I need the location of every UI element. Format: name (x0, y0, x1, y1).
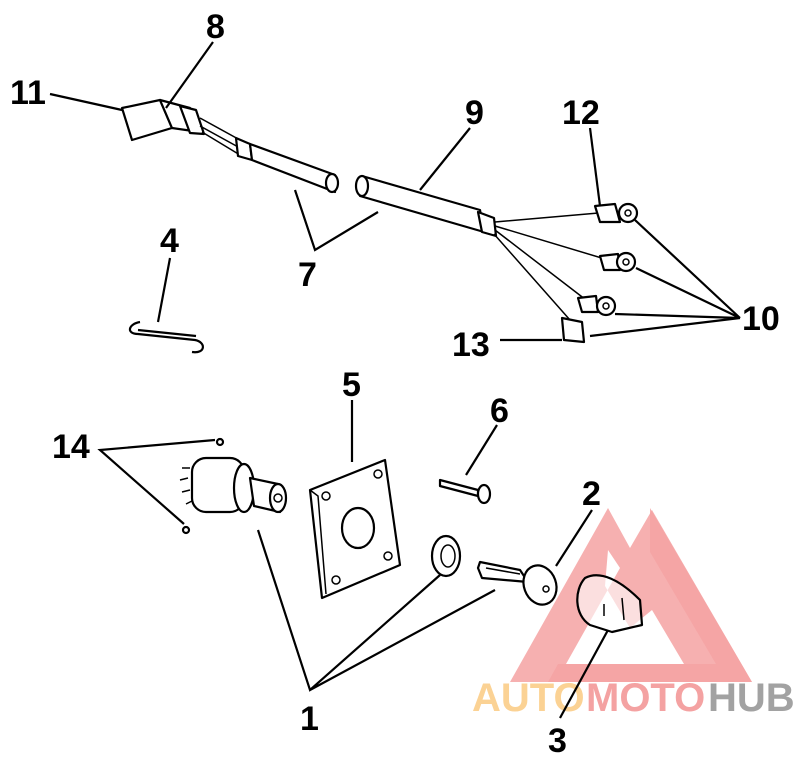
callout-4: 4 (160, 222, 179, 260)
mounting-plate (308, 458, 402, 600)
callout-10: 10 (742, 300, 780, 338)
switch-cap (576, 574, 644, 634)
harness-cable (354, 174, 639, 344)
harness-connector (120, 98, 340, 194)
watermark-auto: AUTO (472, 676, 585, 720)
watermark-hub: HUB (708, 676, 795, 720)
callout-11: 11 (10, 74, 46, 112)
callout-6: 6 (490, 392, 509, 430)
nut (430, 534, 462, 578)
callouts: 8 11 9 12 4 7 10 13 5 6 14 2 1 3 (10, 8, 780, 760)
retaining-clip (128, 320, 204, 354)
ignition-switch (179, 437, 288, 535)
callout-12: 12 (562, 94, 600, 132)
callout-14: 14 (52, 428, 90, 466)
key (476, 560, 558, 606)
callout-1: 1 (300, 700, 319, 738)
screw (438, 478, 492, 505)
callout-13: 13 (452, 326, 490, 364)
callout-5: 5 (342, 366, 361, 404)
leader-lines (49, 41, 741, 719)
callout-3: 3 (548, 722, 567, 760)
callout-2: 2 (582, 475, 601, 513)
callout-8: 8 (206, 8, 225, 46)
watermark-moto: MOTO (586, 676, 705, 720)
callout-9: 9 (465, 94, 484, 132)
callout-7: 7 (298, 256, 317, 294)
